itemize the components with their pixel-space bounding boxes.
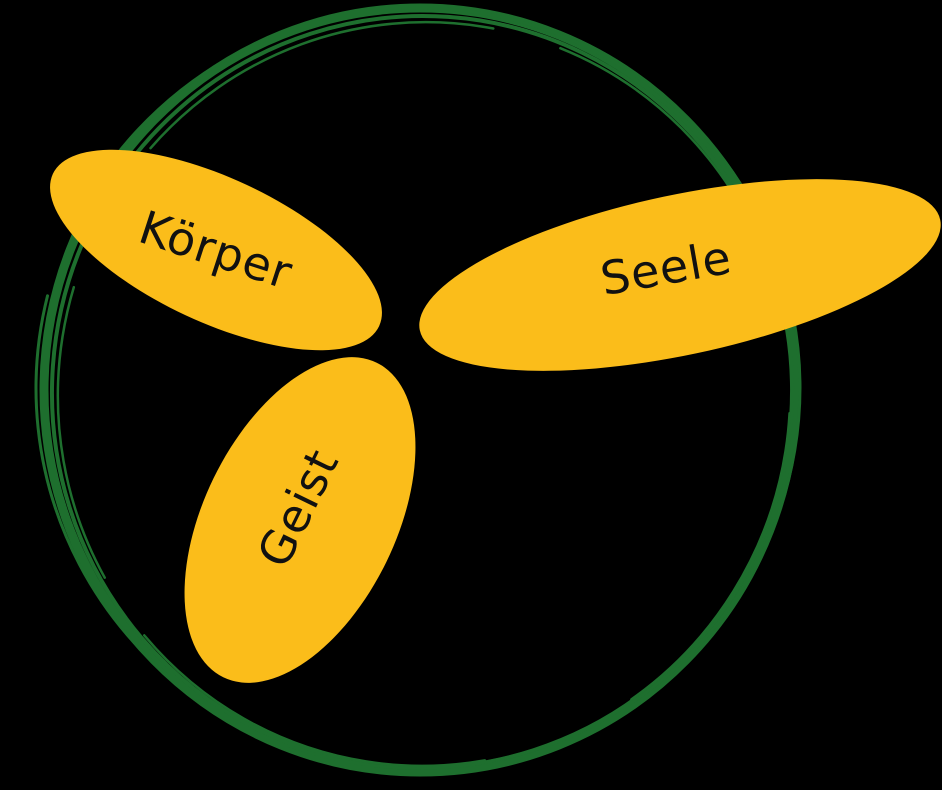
petal-seele: Seele [419,179,941,371]
green-ring [34,3,802,777]
petal-geist: Geist [184,357,416,683]
petal-koerper: Körper [50,149,382,351]
